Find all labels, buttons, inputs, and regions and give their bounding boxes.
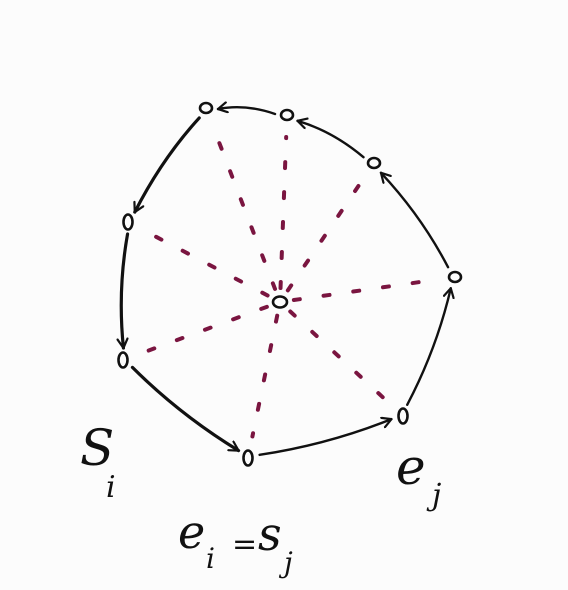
node-top-left — [198, 101, 214, 115]
node-lower-right — [397, 407, 409, 425]
edge-lower-right-to-right — [406, 287, 451, 406]
node-upper-left — [122, 213, 134, 231]
spoke-left — [141, 304, 269, 355]
edges-group — [121, 107, 451, 457]
node-right — [447, 270, 463, 284]
spoke-top-left — [211, 126, 278, 291]
label-s-sub: i — [106, 470, 116, 505]
node-left — [117, 351, 129, 369]
spoke-upper-right — [285, 179, 364, 293]
equation-e-sub: i — [206, 542, 215, 575]
label-e-sub: j — [426, 478, 441, 513]
label-e-main: e — [396, 438, 426, 496]
nodes-group — [117, 101, 463, 467]
edge-top-to-top-left — [216, 107, 277, 116]
edge-upper-right-to-top — [296, 121, 365, 159]
equation-e: e — [178, 505, 205, 559]
spoke-top — [278, 134, 289, 291]
edge-left-to-bottom — [130, 365, 241, 453]
edge-right-to-upper-right — [379, 171, 450, 269]
label-s-main: S — [80, 419, 114, 477]
equation-equals: = — [232, 527, 257, 562]
spoke-upper-left — [145, 230, 270, 298]
edge-bottom-to-lower-right — [258, 419, 393, 457]
spoke-right — [291, 278, 436, 303]
spokes-group — [141, 126, 436, 439]
edge-upper-left-to-left — [121, 232, 130, 350]
spoke-bottom — [250, 313, 280, 439]
equation-s: s — [258, 507, 282, 561]
node-center — [271, 295, 289, 309]
edge-top-left-to-upper-left — [133, 116, 201, 214]
node-upper-right — [366, 156, 382, 170]
spoke-lower-right — [288, 309, 389, 404]
node-bottom — [242, 449, 254, 467]
node-top — [279, 108, 295, 122]
